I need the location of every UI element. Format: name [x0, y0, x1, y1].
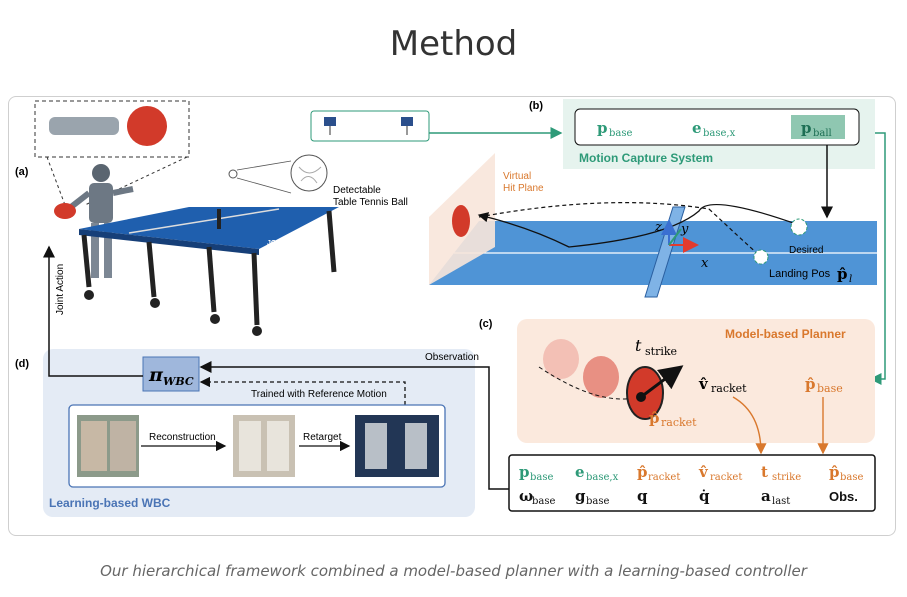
- robot-paddle-icon: [54, 203, 76, 219]
- policy-subscript: WBC: [163, 375, 194, 388]
- ball-trajectory-in: [477, 203, 800, 248]
- obs-term-2-1: g: [575, 487, 586, 505]
- obs-term-1-2: p̂: [637, 463, 648, 481]
- camera-icon: [401, 117, 413, 135]
- robot-hand-icon: [49, 117, 119, 135]
- axis-y-label: y: [680, 222, 689, 237]
- svg-text:p̂: p̂: [805, 375, 816, 393]
- p-racket-label: racket: [661, 416, 697, 429]
- ball-label-1: Detectable: [333, 185, 381, 196]
- ball-label-2: Table Tennis Ball: [333, 197, 408, 208]
- obs-term-1-3: v̂: [698, 463, 709, 481]
- retarget-label: Retarget: [303, 432, 342, 443]
- obs-term-1-4: t: [761, 463, 768, 481]
- axis-z-label: z: [654, 220, 662, 235]
- obs-term-sub-1-1: base,x: [586, 472, 619, 483]
- obs-term-sub-1-3: racket: [710, 472, 742, 483]
- observation-label: Observation: [425, 352, 479, 363]
- obs-term-sub-2-1: base: [586, 496, 609, 507]
- obs-term-2-3: q̇: [699, 487, 710, 505]
- hit-plane-label-1: Virtual: [503, 171, 531, 182]
- v-racket-to-obs-arrow: [732, 396, 767, 455]
- svg-text:p̂: p̂: [837, 265, 848, 283]
- t-strike-label: strike: [645, 345, 677, 358]
- planner-panel-bg: [517, 319, 875, 443]
- landing-ball-icon: [753, 249, 769, 265]
- obs-term-1-1: e: [575, 463, 585, 481]
- observation-arrow: [199, 361, 509, 490]
- method-diagram: (a) JOOLA: [15, 99, 886, 517]
- policy-symbol: π: [148, 364, 164, 386]
- panel-a: (a) JOOLA: [15, 100, 408, 336]
- obs-term-2-4: a: [761, 487, 771, 505]
- joint-action-label: Joint Action: [55, 264, 66, 315]
- paddle-ghost-icon: [543, 339, 579, 379]
- p-base-hat-label: base: [817, 382, 843, 395]
- v-racket-label: racket: [711, 382, 747, 395]
- ball-trajectory-out: [478, 202, 710, 218]
- panel-d-label: (d): [15, 358, 29, 370]
- policy-box: [142, 356, 200, 392]
- ball-highlight: [791, 115, 845, 139]
- svg-text:p̂: p̂: [649, 409, 660, 427]
- panel-d: (d) π WBC Joint Action Observation Train…: [15, 245, 509, 517]
- figure-frame: (a) JOOLA: [8, 96, 896, 536]
- humanoid-robot-icon: [54, 164, 134, 278]
- planner-title: Model-based Planner: [725, 327, 846, 341]
- observation-vector-box: [508, 454, 876, 512]
- obs-term-sub-2-4: last: [772, 496, 790, 507]
- tracked-ball-icon: [790, 218, 808, 236]
- joint-action-arrow: [43, 245, 143, 377]
- panel-b-label: (b): [529, 100, 543, 112]
- axis-x-label: x: [701, 256, 709, 271]
- ping-pong-table-icon: JOOLA: [79, 207, 339, 336]
- obs-term-2-2: q: [637, 487, 648, 505]
- obs-term-1-0: p: [519, 463, 530, 481]
- mocap-title: Motion Capture System: [579, 151, 713, 165]
- training-label: Trained with Reference Motion: [251, 389, 387, 400]
- panel-c-label: (c): [479, 318, 493, 330]
- page-title: Method: [389, 24, 518, 64]
- mocap-p-ball: ball: [813, 128, 832, 139]
- paddle-ghost-icon: [583, 356, 619, 398]
- panel-a-label: (a): [15, 166, 29, 178]
- virtual-paddle-icon: [452, 205, 470, 237]
- svg-text:v̂: v̂: [698, 375, 709, 393]
- landing-symbol: l: [849, 274, 852, 285]
- obs-term-sub-2-0: base: [532, 496, 555, 507]
- obs-term-sub-1-2: racket: [648, 472, 680, 483]
- racket-velocity-arrow: [640, 365, 684, 399]
- obs-term-1-5: p̂: [829, 463, 840, 481]
- ball-icon: [228, 169, 238, 179]
- paddle-icon: [127, 106, 167, 146]
- panel-c: (c) Model-based Planner t strike p̂ rack…: [479, 318, 876, 512]
- camera-icon: [324, 117, 336, 135]
- mocap-to-planner-arrow: [869, 132, 886, 385]
- mocap-e-base: base,x: [703, 128, 736, 139]
- svg-text:JOOLA: JOOLA: [267, 240, 291, 247]
- svg-text:t: t: [635, 336, 642, 355]
- obs-term-sub-1-5: base: [840, 472, 863, 483]
- figure-caption: Our hierarchical framework combined a mo…: [100, 562, 807, 580]
- obs-term-sub-1-4: strike: [772, 472, 801, 483]
- svg-text:e: e: [692, 119, 702, 137]
- panel-b: (b) p base e base,x p ball Motion Captur…: [310, 99, 886, 385]
- camera-group: [310, 110, 430, 142]
- training-arrow: [199, 376, 406, 405]
- obs-term-sub-1-0: base: [530, 472, 553, 483]
- obs-term-2-0: ω: [519, 487, 533, 505]
- landing-label-2: Landing Pos: [769, 268, 831, 280]
- hit-plane-label-2: Hit Plane: [503, 183, 544, 194]
- reconstruction-label: Reconstruction: [149, 432, 216, 443]
- landing-label-1: Desired: [789, 245, 823, 256]
- wbc-title: Learning-based WBC: [49, 496, 171, 510]
- svg-text:p: p: [597, 119, 608, 137]
- svg-text:p: p: [801, 119, 812, 137]
- obs-term-2-5: Obs.: [829, 489, 858, 504]
- mocap-p-base: base: [609, 128, 632, 139]
- mocap-inner-box: [574, 108, 860, 146]
